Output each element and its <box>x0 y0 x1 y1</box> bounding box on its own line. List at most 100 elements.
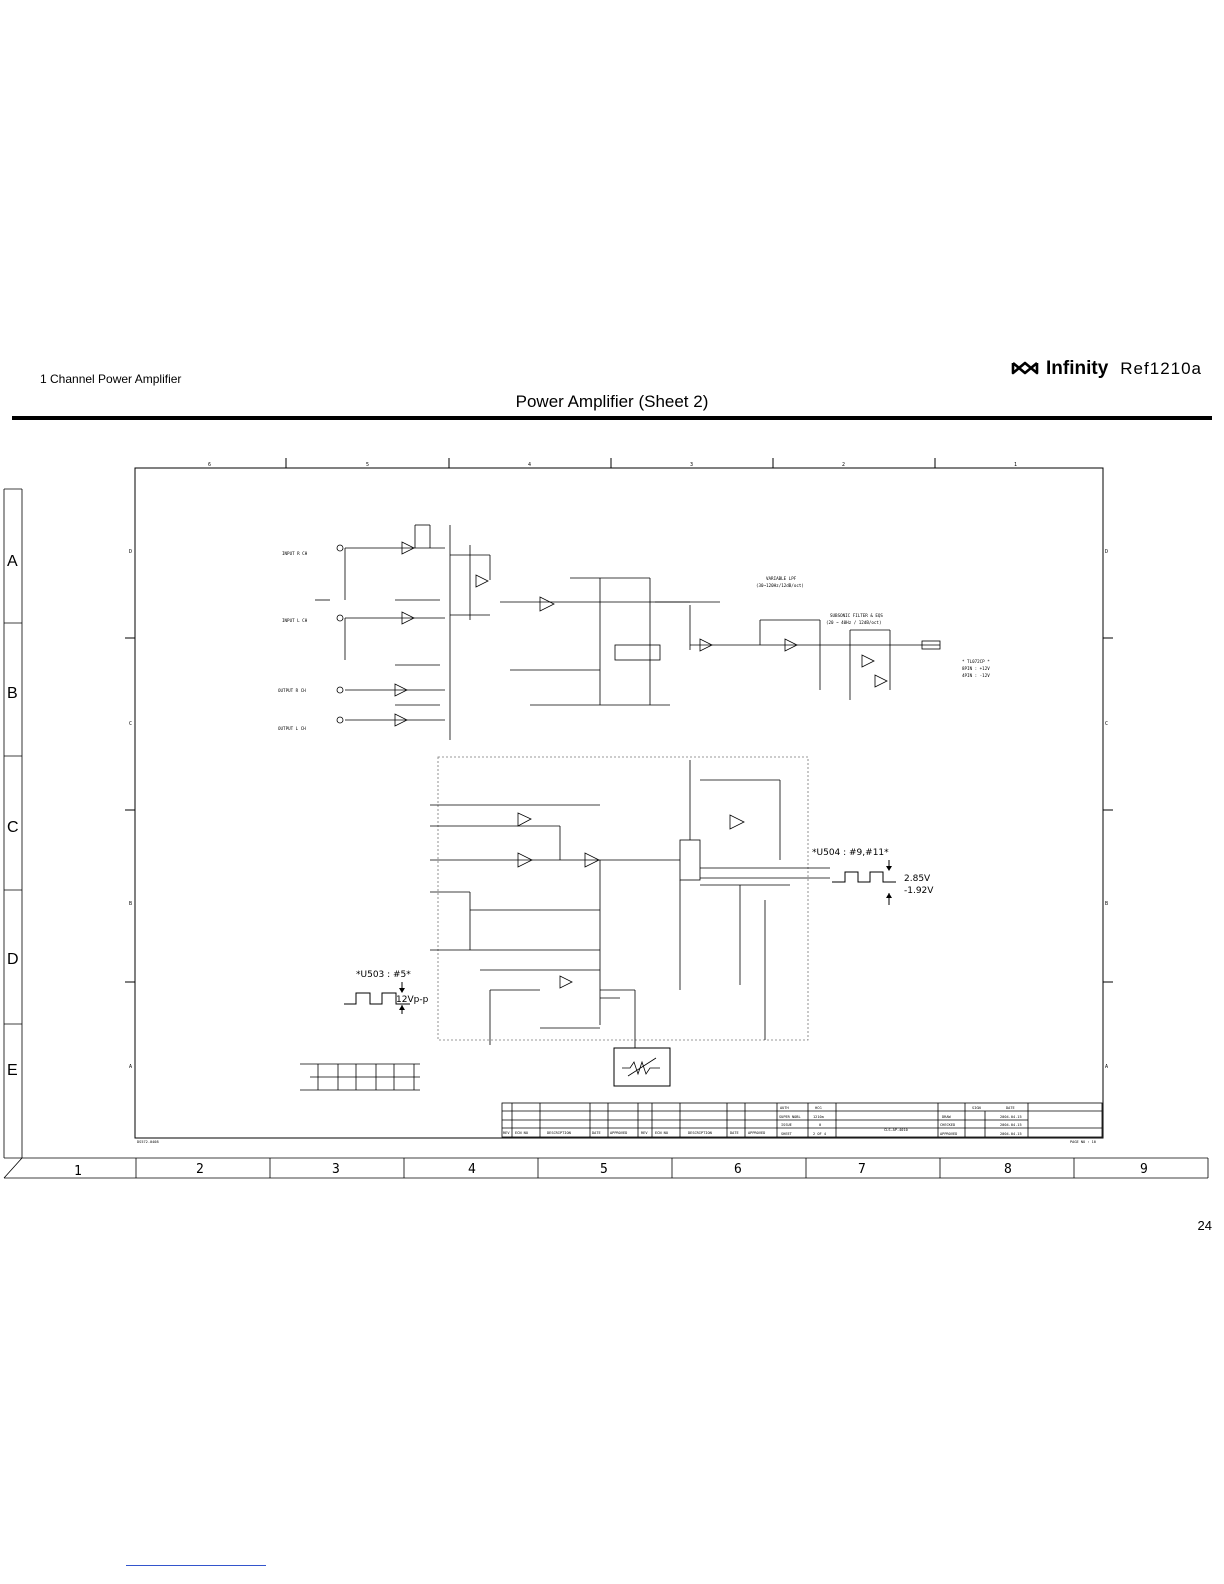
tb-header: DATE <box>730 1131 739 1135</box>
tb-header: APPROVED <box>748 1131 765 1135</box>
column-label: 2 <box>196 1162 204 1177</box>
tb-drawing-no: CLS-AP-4010 <box>884 1128 908 1132</box>
column-labels: 1 2 3 4 5 6 7 8 9 <box>74 1162 1148 1179</box>
control-block-boundary <box>437 756 809 1041</box>
input-r-label: INPUT R CH <box>282 551 308 556</box>
tb-sign-role: DRAW <box>942 1115 951 1119</box>
title-block-text: REV ECN NO DESCRIPTION DATE APPROVED REV… <box>137 1106 1096 1144</box>
tb-header: ECN NO <box>515 1131 528 1135</box>
brand-name: Infinity <box>1046 358 1109 379</box>
zone-label: 2 <box>842 462 845 468</box>
tl-pin4: 4PIN : -12V <box>962 673 990 678</box>
tb-header: APPROVED <box>610 1131 627 1135</box>
tb-header: DESCRIPTION <box>688 1131 712 1135</box>
zone-label: 6 <box>208 462 211 468</box>
column-label: 9 <box>1140 1162 1148 1177</box>
output-r-label: OUTPUT R CH <box>278 688 306 693</box>
tb-header: DATE <box>592 1131 601 1135</box>
zone-label: A <box>129 1064 132 1070</box>
drawing-frame <box>125 458 1113 1139</box>
tb-info-label: SUPER NOBL <box>779 1115 801 1119</box>
brand-logo: Infinity Ref1210a <box>1010 358 1202 380</box>
zone-label: 1 <box>1014 462 1017 468</box>
title-block <box>501 1102 1103 1138</box>
column-label: 6 <box>734 1162 742 1177</box>
subsonic-label: SUBSONIC FILTER & EQS <box>830 613 883 618</box>
zone-label: 5 <box>366 462 369 468</box>
zone-label: 4 <box>528 462 531 468</box>
tl-note: * TL072CP * <box>962 659 990 664</box>
tb-info-value: HCG <box>815 1106 822 1110</box>
tb-date: 2004.04.15 <box>1000 1132 1022 1136</box>
sheet-title: Power Amplifier (Sheet 2) <box>515 392 709 411</box>
subsonic-spec: (20 ~ 40Hz / 12dB/oct) <box>826 620 881 625</box>
zone-label: A <box>1105 1064 1108 1070</box>
zone-label: B <box>1105 901 1108 907</box>
tb-info-value: 2 OF 4 <box>813 1132 826 1136</box>
row-label: E <box>7 1062 18 1079</box>
input-output-section <box>315 524 491 740</box>
zone-label: D <box>1105 549 1108 555</box>
column-label: 5 <box>600 1162 608 1177</box>
variable-lpf-spec: (30~120Hz/12dB/oct) <box>756 583 804 588</box>
sheet-frame <box>3 488 1209 1179</box>
tb-sign-role: APPROVED <box>940 1132 957 1136</box>
tb-col-header: SIGN <box>972 1106 981 1110</box>
tb-info-value: 0 <box>819 1123 821 1127</box>
row-label: B <box>7 685 18 702</box>
tb-date: 2004.04.15 <box>1000 1123 1022 1127</box>
model-name: Ref1210a <box>1120 359 1203 378</box>
row-label: A <box>7 553 18 570</box>
column-label: 8 <box>1004 1162 1012 1177</box>
tb-header: REV <box>503 1131 510 1135</box>
column-label: 7 <box>858 1162 866 1177</box>
input-output-labels: INPUT R CH INPUT L CH OUTPUT R CH OUTPUT… <box>278 551 308 731</box>
infinity-logo-icon <box>1011 361 1039 375</box>
tb-header: REV <box>641 1131 648 1135</box>
tb-header: DESCRIPTION <box>547 1131 571 1135</box>
tb-header: ECN NO <box>655 1131 668 1135</box>
variable-lpf-label: VARIABLE LPF <box>766 576 797 581</box>
zone-label: 3 <box>690 462 693 468</box>
waveform-u503-label: *U503 : #5* <box>356 970 411 980</box>
header-rule <box>12 416 1212 420</box>
tb-info-label: AUTH <box>780 1106 789 1110</box>
row-label: D <box>7 951 19 968</box>
zone-label: B <box>129 901 132 907</box>
footer-link-underline[interactable] <box>126 1565 266 1566</box>
column-label: 1 <box>74 1164 82 1179</box>
tb-file-code: DS572-0408 <box>137 1140 159 1144</box>
filter-section <box>500 577 941 706</box>
column-label: 3 <box>332 1162 340 1177</box>
tb-page-no: PAGE NO : 10 <box>1070 1140 1096 1144</box>
zone-label: D <box>129 549 132 555</box>
zone-label: C <box>1105 721 1108 727</box>
header-left-text: 1 Channel Power Amplifier <box>40 372 182 386</box>
output-l-label: OUTPUT L CH <box>278 726 306 731</box>
zone-label: C <box>129 721 132 727</box>
control-section <box>430 760 830 1048</box>
thermistor-icon <box>622 1057 660 1077</box>
waveform-u504-vlow: -1.92V <box>904 886 934 896</box>
column-label: 4 <box>468 1162 476 1177</box>
page-number: 24 <box>1197 1218 1212 1233</box>
tb-date: 2004.04.15 <box>1000 1115 1022 1119</box>
row-label: C <box>7 819 19 836</box>
waveform-u504: *U504 : #9,#11* 2.85V -1.92V <box>812 848 934 905</box>
row-labels: A B C D E <box>7 553 19 1079</box>
frame-zone-labels: 6 5 4 3 2 1 D C B A D C B A <box>129 462 1108 1070</box>
tb-sign-role: CHECKED <box>940 1123 955 1127</box>
waveform-u504-label: *U504 : #9,#11* <box>812 848 889 858</box>
tb-info-label: ISSUE <box>781 1123 792 1127</box>
thermistor-block <box>613 1047 671 1087</box>
waveform-u504-vhigh: 2.85V <box>904 874 931 884</box>
tb-info-label: SHEET <box>781 1132 793 1136</box>
tb-col-header: DATE <box>1006 1106 1015 1110</box>
capacitor-bank <box>300 1063 420 1091</box>
waveform-u503-amplitude: 12Vp-p <box>396 995 429 1005</box>
input-l-label: INPUT L CH <box>282 618 308 623</box>
tl-pin8: 8PIN : +12V <box>962 666 990 671</box>
waveform-u503: *U503 : #5* 12Vp-p <box>344 970 429 1014</box>
tb-info-value: 1210a <box>813 1115 824 1119</box>
